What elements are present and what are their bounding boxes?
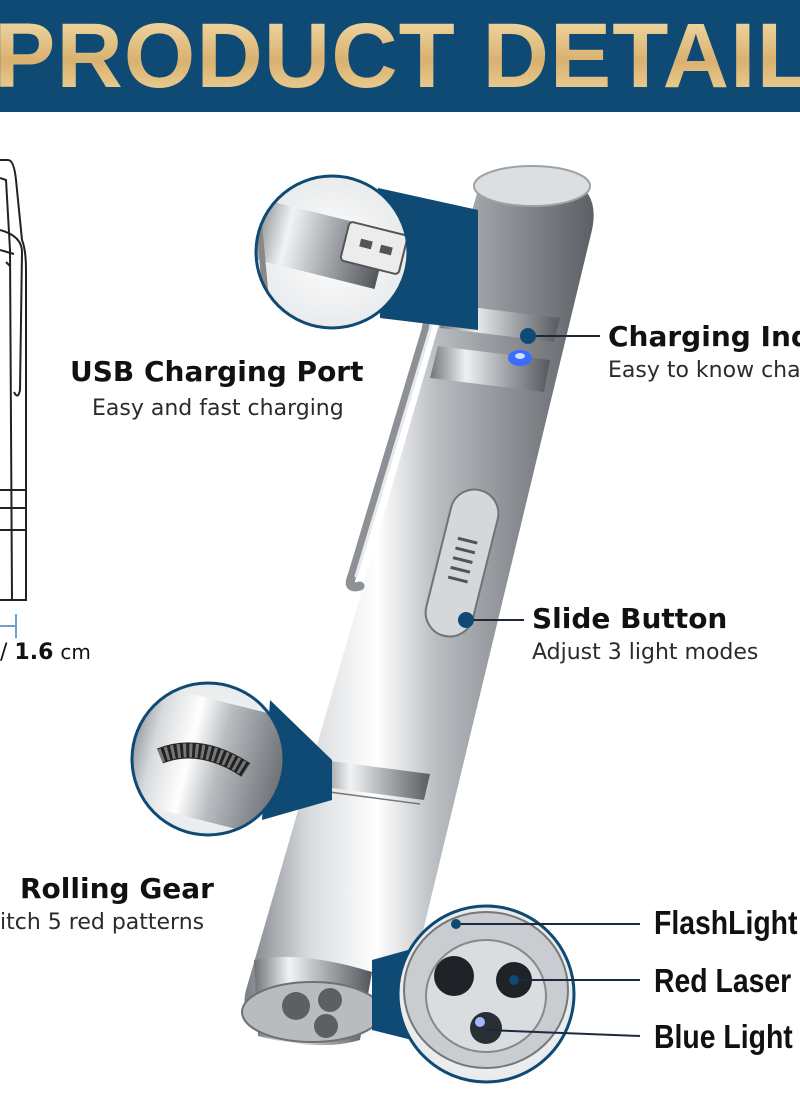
usb-plug-icon <box>339 221 408 275</box>
blue-light-title: Blue Light <box>654 1018 793 1055</box>
indicator-title: Charging Ind <box>608 320 800 353</box>
usb-subtitle: Easy and fast charging <box>92 396 344 421</box>
flashlight-product <box>241 165 594 1046</box>
product-illustration <box>0 159 641 1084</box>
blue-light-lens-icon <box>470 1012 502 1044</box>
slide-title: Slide Button <box>532 602 728 635</box>
size-value: 1.6 <box>14 640 54 665</box>
slide-button-icon <box>424 488 500 638</box>
outline-sketch <box>0 159 27 601</box>
dimension-line <box>0 614 17 638</box>
red-laser-title: Red Laser Li <box>654 962 800 999</box>
leader-lines <box>456 335 641 1037</box>
usb-title: USB Charging Port <box>70 355 364 388</box>
gear-title: Rolling Gear <box>20 872 214 905</box>
size-separator: / <box>0 640 8 665</box>
gear-detail-circle <box>130 681 286 837</box>
gear-subtitle: itch 5 red patterns <box>0 910 205 935</box>
usb-detail-circle <box>254 174 410 330</box>
size-unit: cm <box>60 640 91 664</box>
indicator-subtitle: Easy to know cha <box>608 358 800 383</box>
flashlight-lens-icon <box>434 956 474 996</box>
slide-subtitle: Adjust 3 light modes <box>532 640 759 665</box>
header-banner: PRODUCT DETAILS <box>0 0 800 112</box>
flash-title: FlashLight <box>654 904 798 941</box>
size-label: / 1.6 cm <box>0 640 91 665</box>
banner-title: PRODUCT DETAILS <box>0 6 800 106</box>
lens-detail-circle <box>396 904 576 1084</box>
